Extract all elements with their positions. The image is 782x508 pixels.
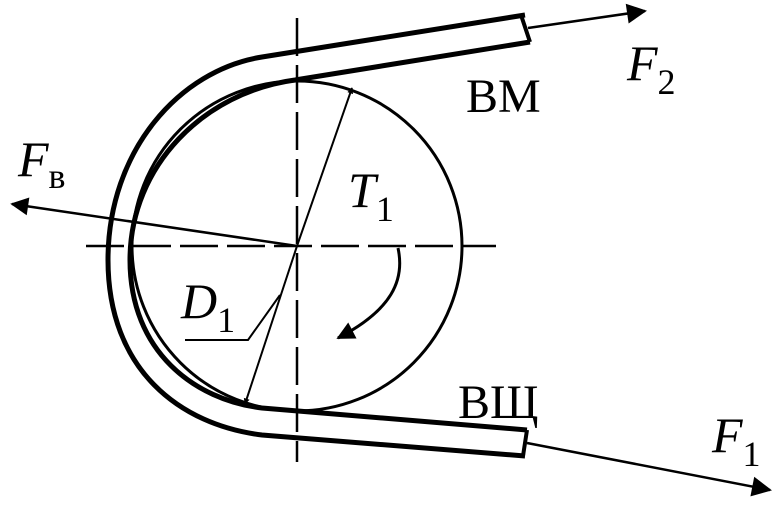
belt-outer-edge (105, 12, 526, 459)
label-f1: F1 (711, 407, 761, 474)
force-arrow-f1 (526, 441, 772, 497)
belt-end-top (519, 14, 532, 43)
belt-inner-edge (127, 39, 531, 433)
diameter-d1-line-lower (243, 245, 298, 405)
diameter-d1-line (296, 87, 354, 247)
belt-end-bottom (521, 429, 529, 457)
force-arrow-f2 (527, 3, 647, 30)
label-vshch: ВЩ (458, 376, 538, 429)
d1-leader (185, 294, 281, 341)
label-f2: F2 (626, 35, 676, 102)
force-arrow-fv (10, 197, 298, 248)
label-t1: T1 (348, 162, 394, 229)
torque-t1-arc (336, 247, 402, 340)
label-d1: D1 (180, 273, 235, 340)
label-fv: Fв (17, 131, 66, 196)
label-vm: ВМ (466, 70, 541, 123)
